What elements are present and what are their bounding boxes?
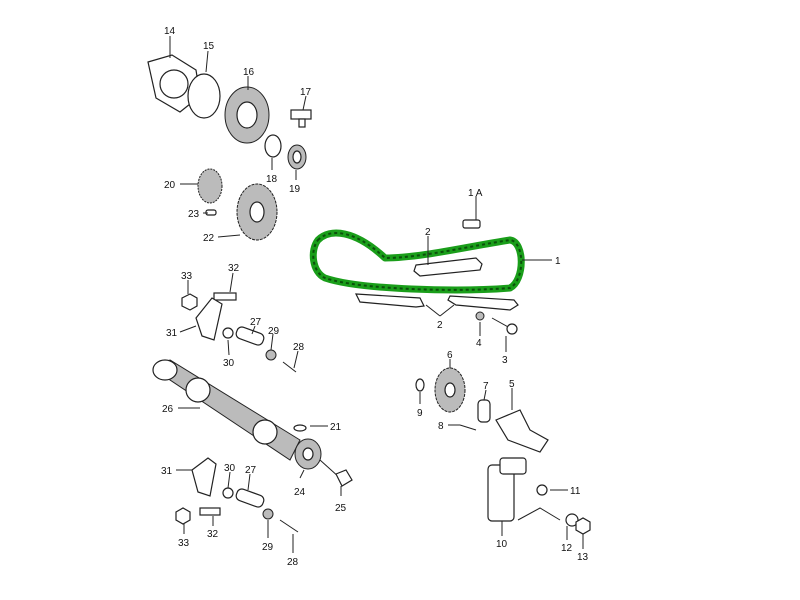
label-26: 26 (162, 404, 174, 415)
sprocket-16[interactable] (224, 86, 270, 144)
shaft-27[interactable] (235, 326, 265, 347)
label-17: 17 (300, 87, 312, 98)
label-33: 33 (181, 271, 193, 282)
label-16: 16 (243, 67, 255, 78)
label-22: 22 (203, 233, 215, 244)
pin-8[interactable] (459, 424, 477, 431)
label-32-lower: 32 (207, 529, 219, 540)
label-8: 8 (438, 421, 444, 432)
bushing-30[interactable] (222, 327, 234, 339)
guide-rail-2-right[interactable] (447, 295, 519, 311)
camshaft-26[interactable] (152, 359, 301, 461)
nut-33-lower[interactable] (175, 507, 191, 525)
bolt-28[interactable] (282, 361, 297, 373)
callout-labels: 14 15 16 17 18 19 20 23 22 1 A 2 1 2 4 3… (161, 26, 589, 568)
label-12: 12 (561, 543, 573, 554)
o-ring-15[interactable] (187, 73, 221, 119)
label-31: 31 (166, 328, 178, 339)
washer-29-lower[interactable] (262, 508, 274, 520)
bushing-30-lower[interactable] (222, 487, 234, 499)
label-33-lower: 33 (178, 538, 190, 549)
label-15: 15 (203, 41, 215, 52)
pin-21[interactable] (293, 424, 307, 432)
tensioner-arm-5[interactable] (495, 409, 549, 453)
label-29-lower: 29 (262, 542, 274, 553)
label-28: 28 (293, 342, 305, 353)
washer-18[interactable] (264, 134, 282, 158)
label-32: 32 (228, 263, 240, 274)
gear-20[interactable] (197, 168, 223, 204)
leader-lines (169, 36, 584, 553)
label-3: 3 (502, 355, 508, 366)
cover-flange-14[interactable] (147, 54, 201, 113)
label-2-lower: 2 (437, 320, 443, 331)
label-27: 27 (250, 317, 262, 328)
label-24: 24 (294, 487, 306, 498)
washer-12[interactable] (565, 513, 579, 527)
washer-4[interactable] (475, 311, 485, 321)
label-27-lower: 27 (245, 465, 257, 476)
label-20: 20 (164, 180, 176, 191)
rocker-arm-31[interactable] (195, 297, 223, 341)
label-13: 13 (577, 552, 589, 563)
spacer-24[interactable] (294, 438, 322, 470)
washer-19[interactable] (287, 144, 307, 170)
label-9: 9 (417, 408, 423, 419)
label-10: 10 (496, 539, 508, 550)
bolt-3[interactable] (491, 317, 518, 335)
label-18: 18 (266, 174, 278, 185)
label-21: 21 (330, 422, 342, 433)
pin-7[interactable] (477, 399, 491, 423)
gear-22[interactable] (236, 183, 278, 241)
guide-rail-2-upper[interactable] (413, 257, 483, 277)
chain-tensioner-10[interactable] (487, 457, 527, 522)
label-7: 7 (483, 381, 489, 392)
sprocket-6[interactable] (434, 367, 466, 413)
label-29: 29 (268, 326, 280, 337)
guide-rail-2-left[interactable] (354, 293, 425, 308)
timing-chain-1[interactable] (309, 229, 525, 294)
screw-32[interactable] (213, 292, 237, 301)
rocker-arm-31-lower[interactable] (191, 457, 217, 497)
label-2-upper: 2 (425, 227, 431, 238)
label-23: 23 (188, 209, 200, 220)
label-30-lower: 30 (224, 463, 236, 474)
label-28-lower: 28 (287, 557, 299, 568)
label-30: 30 (223, 358, 235, 369)
shaft-27-lower[interactable] (235, 488, 265, 509)
washer-29[interactable] (265, 349, 277, 361)
label-1a: 1 A (468, 188, 483, 199)
circlip-9[interactable] (415, 378, 425, 392)
label-4: 4 (476, 338, 482, 349)
chain-link-1a[interactable] (462, 219, 481, 229)
label-11: 11 (570, 486, 581, 497)
bolt-28-lower[interactable] (279, 519, 299, 533)
label-5: 5 (509, 379, 515, 390)
seal-11[interactable] (536, 484, 548, 496)
label-14: 14 (164, 26, 176, 37)
nut-33[interactable] (181, 293, 198, 311)
label-1: 1 (555, 256, 561, 267)
label-31-lower: 31 (161, 466, 173, 477)
label-19: 19 (289, 184, 301, 195)
label-6: 6 (447, 350, 453, 361)
screw-32-lower[interactable] (199, 507, 221, 516)
bolt-25[interactable] (319, 459, 353, 487)
bolt-17[interactable] (290, 109, 312, 128)
nut-13[interactable] (575, 517, 591, 535)
label-25: 25 (335, 503, 347, 514)
